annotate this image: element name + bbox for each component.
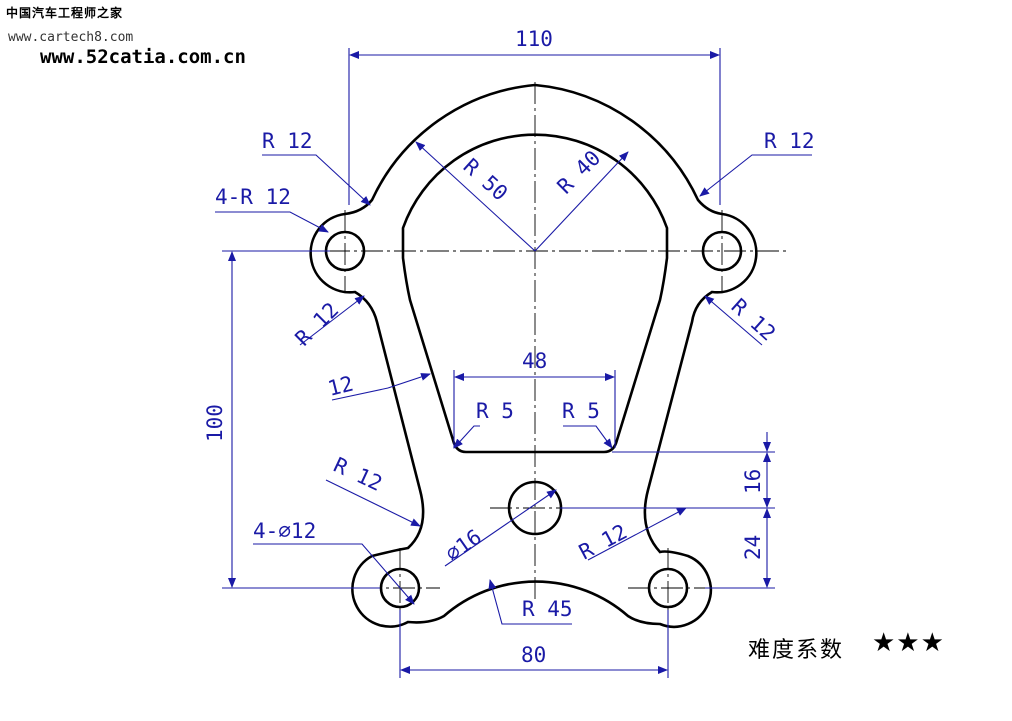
watermark-url-52catia: www.52catia.com.cn [40, 46, 246, 68]
dim-4-dia12: 4-∅12 [253, 519, 316, 543]
hole-lower-right [647, 567, 689, 609]
dim-16: 16 [741, 469, 765, 494]
hole-upper-right [701, 230, 743, 272]
outer-contour [309, 83, 758, 629]
dim-r5-right: R 5 [562, 399, 600, 423]
dim-48: 48 [522, 349, 547, 373]
difficulty-label: 难度系数 [748, 638, 845, 663]
dim-r45: R 45 [522, 597, 573, 621]
dim-r5-left: R 5 [476, 399, 514, 423]
dim-110: 110 [515, 27, 553, 51]
watermark-site-name: 中国汽车工程师之家 [6, 6, 124, 20]
dim-r12-top-left: R 12 [262, 129, 313, 153]
dim-r12-top-right: R 12 [764, 129, 815, 153]
difficulty-stars: ★★★ [872, 628, 945, 658]
dimension-lines [215, 48, 812, 678]
dim-12-thickness: 12 [325, 371, 355, 400]
watermark-url-cartech: www.cartech8.com [8, 30, 134, 45]
dim-r12-left-mid: R 12 [291, 298, 344, 351]
dim-dia16: ∅16 [441, 525, 486, 566]
dim-24: 24 [741, 535, 765, 560]
dim-4-r12: 4-R 12 [215, 185, 291, 209]
dim-100: 100 [203, 404, 227, 442]
dimension-labels: 110 R 12 R 12 4-R 12 R 50 R 40 R 12 R 12… [203, 27, 815, 667]
dim-80: 80 [521, 643, 546, 667]
hole-lower-left [379, 567, 421, 609]
dim-r12-right-low: R 12 [575, 519, 631, 564]
dim-r12-left-low: R 12 [330, 453, 386, 496]
dim-r50: R 50 [459, 154, 513, 206]
dim-r40: R 40 [553, 146, 606, 199]
